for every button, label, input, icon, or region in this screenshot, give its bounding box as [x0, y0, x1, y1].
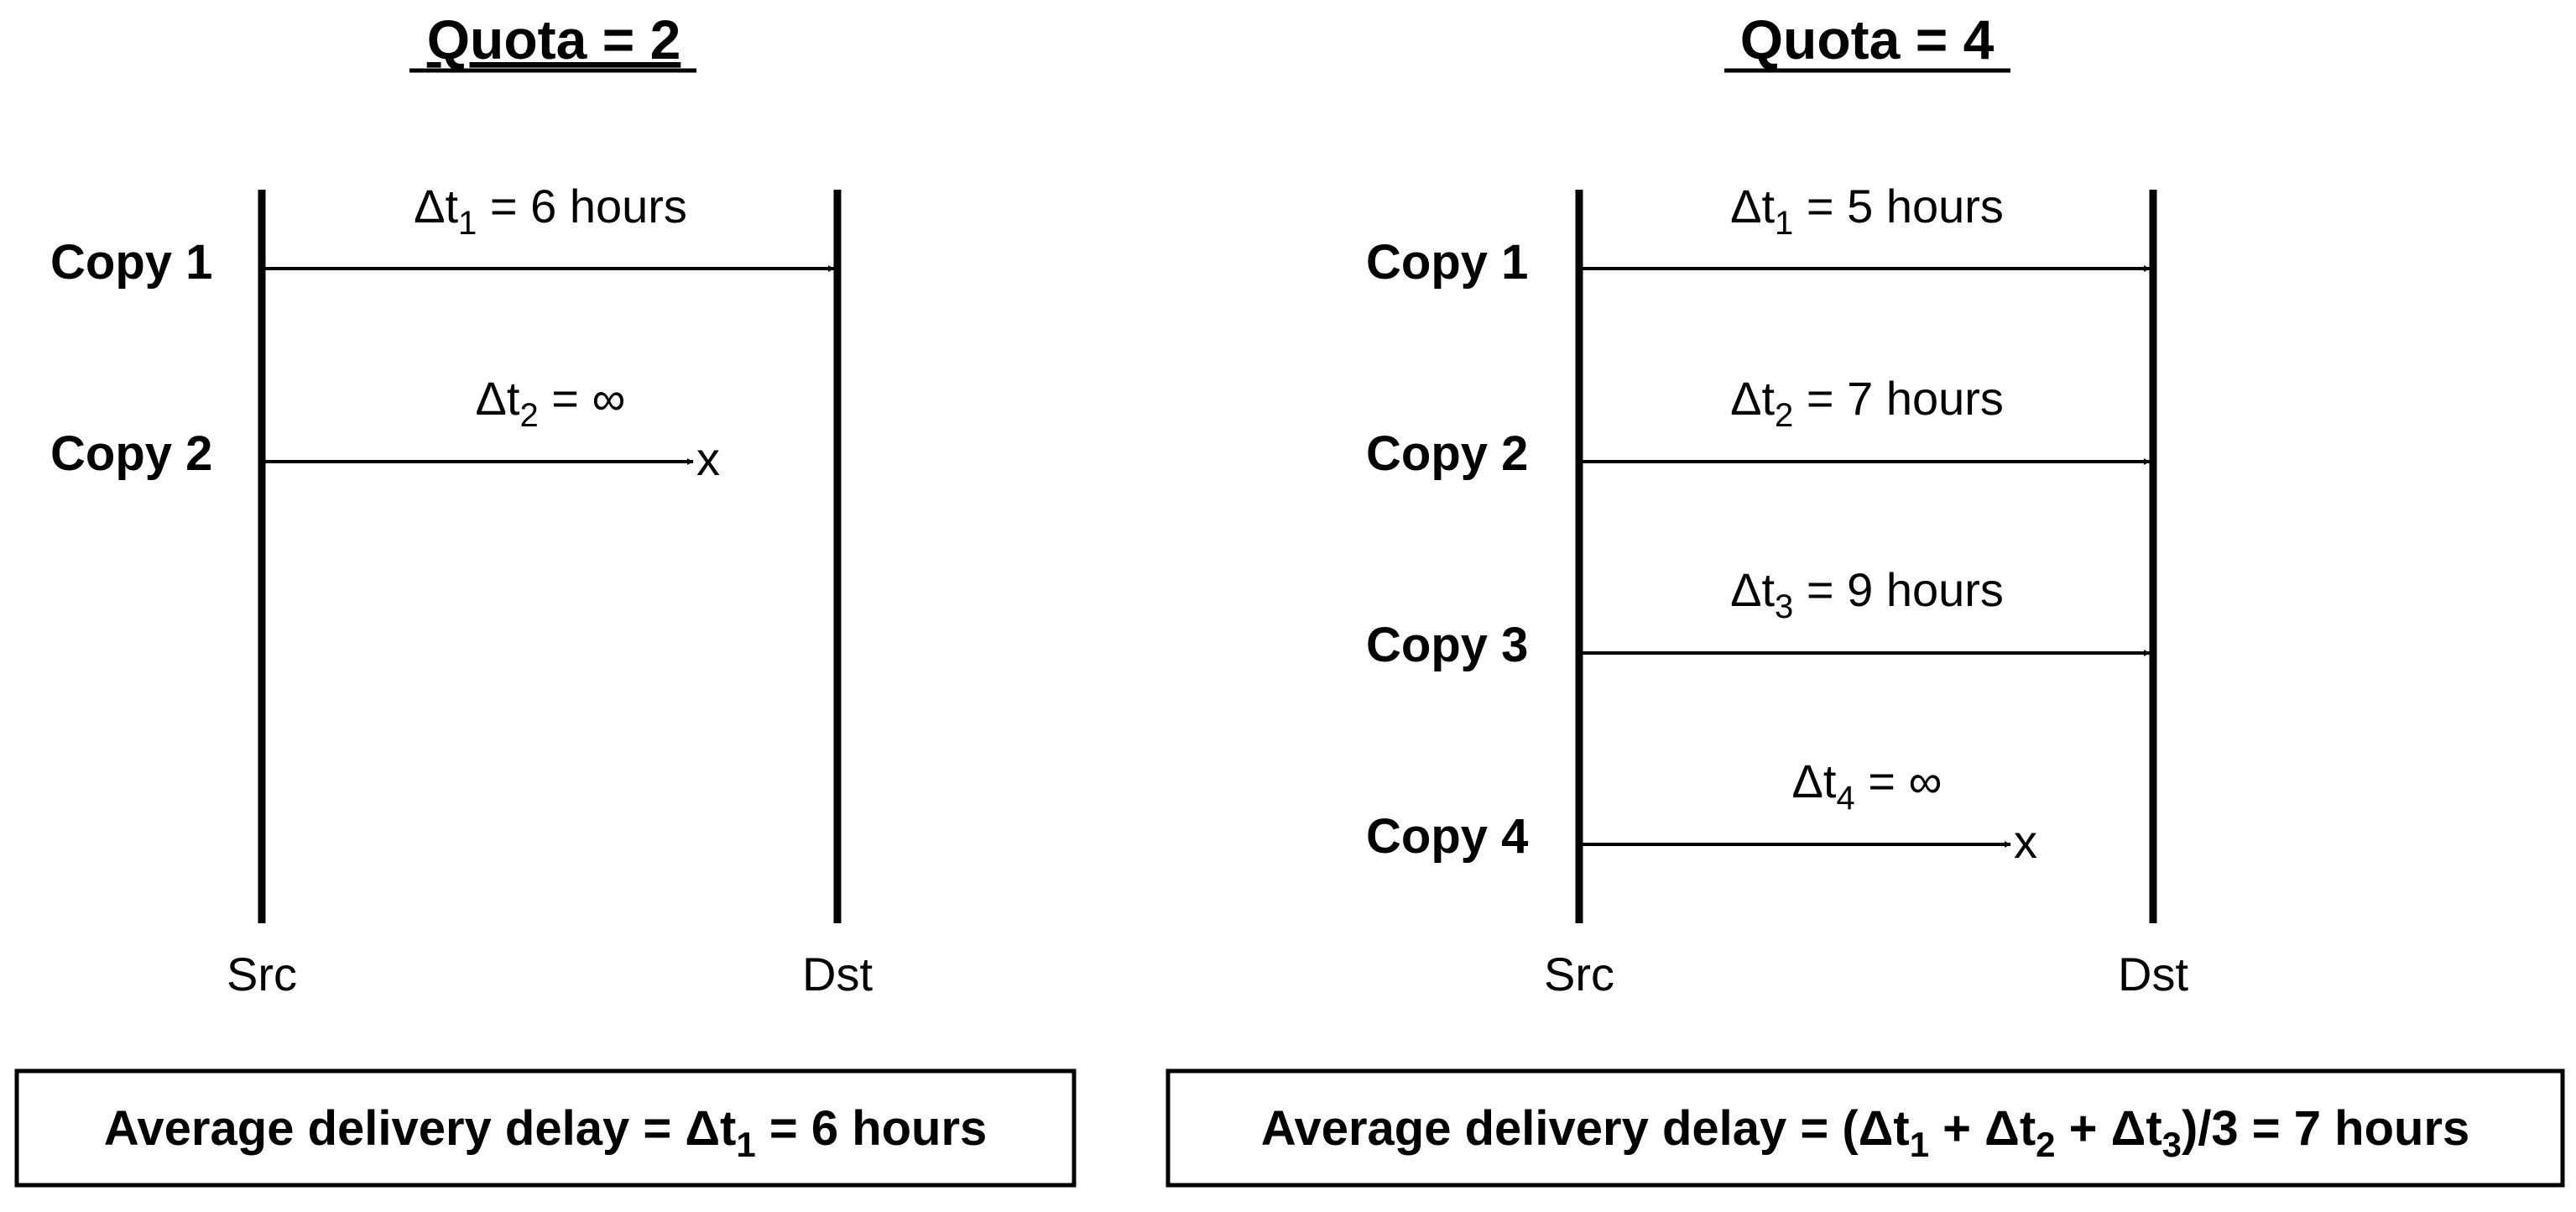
delay-label: Δt1 = 6 hours	[414, 180, 687, 242]
delay-label: Δt3 = 9 hours	[1730, 563, 2004, 625]
copy-label: Copy 4	[1366, 809, 1528, 864]
src-label: Src	[1544, 948, 1614, 1000]
delay-label: Δt2 = 7 hours	[1730, 372, 2004, 434]
panel-quota-2: Quota = 2 Src Dst Copy 1 Δt1 = 6 hours C…	[50, 8, 873, 1000]
fail-mark: x	[2014, 815, 2037, 868]
dst-label: Dst	[2118, 948, 2188, 1000]
copy-label: Copy 3	[1366, 618, 1528, 672]
panel-title: Quota = 2	[427, 8, 681, 71]
copy-label: Copy 2	[1366, 426, 1528, 481]
src-label: Src	[227, 948, 297, 1000]
copy-label: Copy 1	[1366, 235, 1528, 290]
summary-box-quota-2: Average delivery delay = Δt1 = 6 hours	[14, 1068, 1077, 1188]
fail-mark: x	[696, 432, 720, 485]
panel-quota-4: Quota = 4 Src Dst Copy 1 Δt1 = 5 hours C…	[1366, 8, 2188, 1000]
delay-label: Δt2 = ∞	[476, 372, 626, 434]
summary-text: Average delivery delay = (Δt1 + Δt2 + Δt…	[1261, 1101, 2470, 1164]
copy-label: Copy 2	[50, 426, 212, 481]
summary-text: Average delivery delay = Δt1 = 6 hours	[104, 1101, 988, 1164]
summary-box-quota-4: Average delivery delay = (Δt1 + Δt2 + Δt…	[1165, 1068, 2565, 1188]
delay-label: Δt4 = ∞	[1792, 755, 1942, 817]
delay-label: Δt1 = 5 hours	[1730, 180, 2004, 242]
copy-label: Copy 1	[50, 235, 212, 290]
dst-label: Dst	[802, 948, 873, 1000]
panel-title: Quota = 4	[1740, 8, 1995, 71]
